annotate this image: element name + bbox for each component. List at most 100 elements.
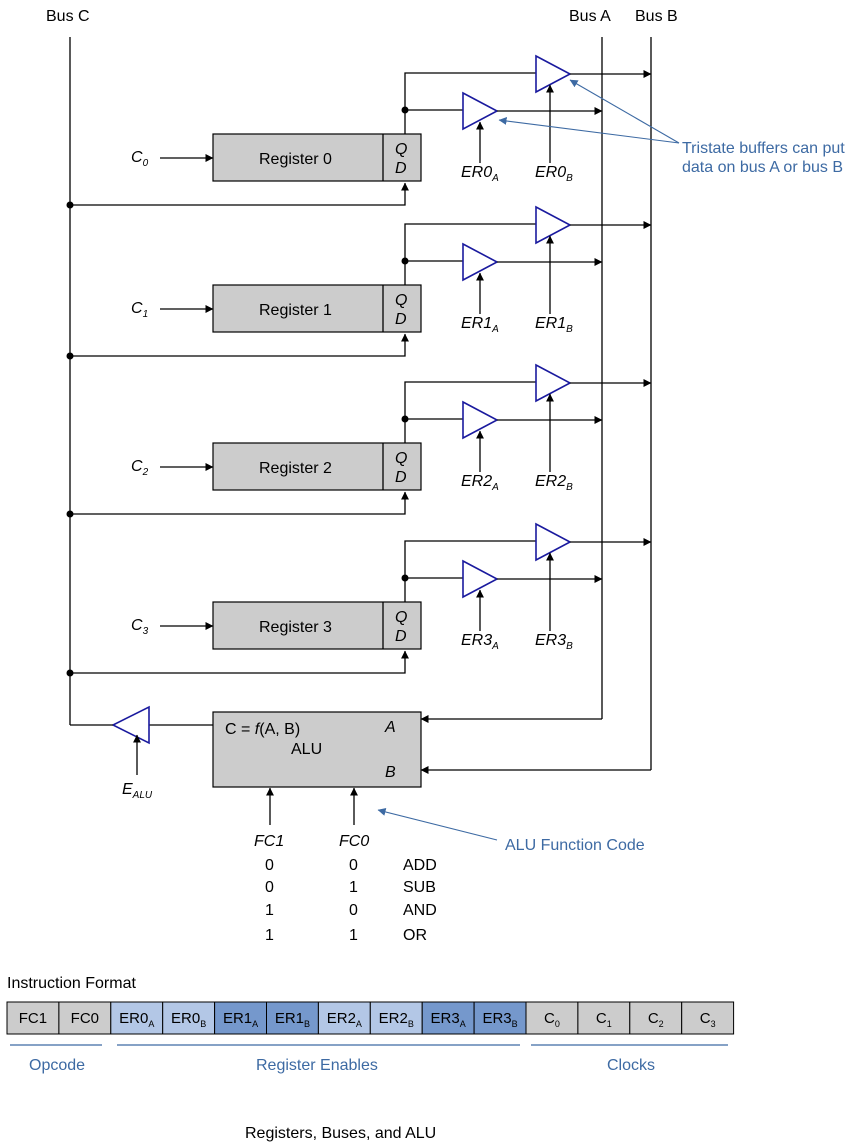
alu-operation: ADD <box>403 857 437 874</box>
instruction-field-label: ER2B <box>379 1010 414 1029</box>
clock-label: C0 <box>131 149 149 169</box>
instruction-field: C0 <box>525 1001 579 1035</box>
instruction-field-box <box>369 1001 423 1035</box>
alu-port-b: B <box>385 764 396 781</box>
instruction-field-label: ER0A <box>119 1010 154 1029</box>
enables-group-label: Register Enables <box>256 1057 378 1074</box>
instruction-field-box <box>421 1001 475 1035</box>
function-code-note: ALU Function Code <box>505 837 645 854</box>
instruction-field-label: C0 <box>544 1010 560 1029</box>
bus-c-to-d-wire <box>70 333 409 357</box>
instruction-field-box <box>266 1001 319 1035</box>
tristate-note-line-2: data on bus A or bus B <box>682 159 843 176</box>
instruction-field-label: C1 <box>596 1010 612 1029</box>
tristate-buffer-b <box>535 522 572 562</box>
instruction-field-label: ER3B <box>482 1010 517 1029</box>
alu-operation: AND <box>403 902 437 919</box>
fc0-value: 0 <box>349 857 358 874</box>
register-d-label: D <box>395 469 407 486</box>
enable-b-label: ER1B <box>535 315 573 335</box>
register-q-label: Q <box>395 141 407 158</box>
fc1-value: 1 <box>265 927 274 944</box>
alu-operation: OR <box>403 927 427 944</box>
instruction-field-box <box>629 1001 683 1035</box>
fc0-value: 0 <box>349 902 358 919</box>
instruction-field-label: ER2A <box>327 1010 362 1029</box>
tristate-buffer-b <box>535 205 572 245</box>
instruction-field: ER1A <box>214 1001 268 1035</box>
instruction-field: ER1B <box>266 1001 319 1035</box>
register-box <box>212 133 422 182</box>
instruction-format-title: Instruction Format <box>7 975 136 992</box>
enable-b-label: ER0B <box>535 164 573 184</box>
register-q-label: Q <box>395 292 407 309</box>
clock-label: C3 <box>131 617 149 637</box>
register-box <box>212 442 422 491</box>
register-d-label: D <box>395 311 407 328</box>
bus-a-label: Bus A <box>569 8 611 25</box>
function-code-callout-arrow <box>377 807 498 841</box>
q-output-wire <box>404 72 536 134</box>
fc1-value: 0 <box>265 879 274 896</box>
alu: C = f(A, B) ALU A B <box>212 711 422 788</box>
instruction-field-label: ER0B <box>171 1010 206 1029</box>
tristate-buffer-b <box>535 363 572 403</box>
instruction-field: ER3B <box>473 1001 527 1035</box>
tristate-buffer-a <box>462 91 499 131</box>
instruction-field: ER0A <box>110 1001 164 1035</box>
instruction-field-label: C3 <box>700 1010 716 1029</box>
tristate-note-line-1: Tristate buffers can put <box>682 140 845 157</box>
fc1-value: 1 <box>265 902 274 919</box>
instruction-field-box <box>525 1001 579 1035</box>
opcode-group-label: Opcode <box>29 1057 85 1074</box>
register-name: Register 0 <box>259 151 332 168</box>
instruction-field: ER3A <box>421 1001 475 1035</box>
bus-c-to-d-wire <box>70 491 409 515</box>
instruction-field-label: ER3A <box>431 1010 466 1029</box>
enable-a-label: ER2A <box>461 473 499 493</box>
register-name: Register 1 <box>259 302 332 319</box>
clocks-group-label: Clocks <box>607 1057 655 1074</box>
instruction-field-label: ER1A <box>223 1010 258 1029</box>
register-q-label: Q <box>395 450 407 467</box>
clock-label: C1 <box>131 300 148 320</box>
instruction-field: C1 <box>577 1001 631 1035</box>
register-d-label: D <box>395 160 407 177</box>
tristate-buffer-a <box>462 400 499 440</box>
fc0-label: FC0 <box>339 833 369 850</box>
diagram-caption: Registers, Buses, and ALU <box>245 1125 436 1142</box>
bus-c-to-d-wire <box>70 650 409 674</box>
fc1-value: 0 <box>265 857 274 874</box>
register-d-label: D <box>395 628 407 645</box>
tristate-buffer-a <box>462 242 499 282</box>
alu-function: C = f(A, B) <box>225 721 300 738</box>
instruction-field: ER0B <box>162 1001 216 1035</box>
enable-b-label: ER3B <box>535 632 573 652</box>
fc1-label: FC1 <box>254 833 284 850</box>
alu-output-buffer <box>111 705 150 745</box>
q-output-wire <box>404 223 536 285</box>
instruction-field: ER2B <box>369 1001 423 1035</box>
instruction-field: ER2A <box>317 1001 371 1035</box>
register-q-label: Q <box>395 609 407 626</box>
instruction-field: C2 <box>629 1001 683 1035</box>
fc0-value: 1 <box>349 927 358 944</box>
bus-c-to-d-wire <box>70 182 409 206</box>
instruction-field-box <box>681 1001 735 1035</box>
enable-a-label: ER0A <box>461 164 499 184</box>
tristate-callout-arrow-b <box>569 79 680 144</box>
tristate-buffer-a <box>462 559 499 599</box>
alu-box <box>212 711 422 788</box>
instruction-field-label: ER1B <box>275 1010 310 1029</box>
fc0-value: 1 <box>349 879 358 896</box>
enable-a-label: ER1A <box>461 315 499 335</box>
instruction-field-box <box>577 1001 631 1035</box>
